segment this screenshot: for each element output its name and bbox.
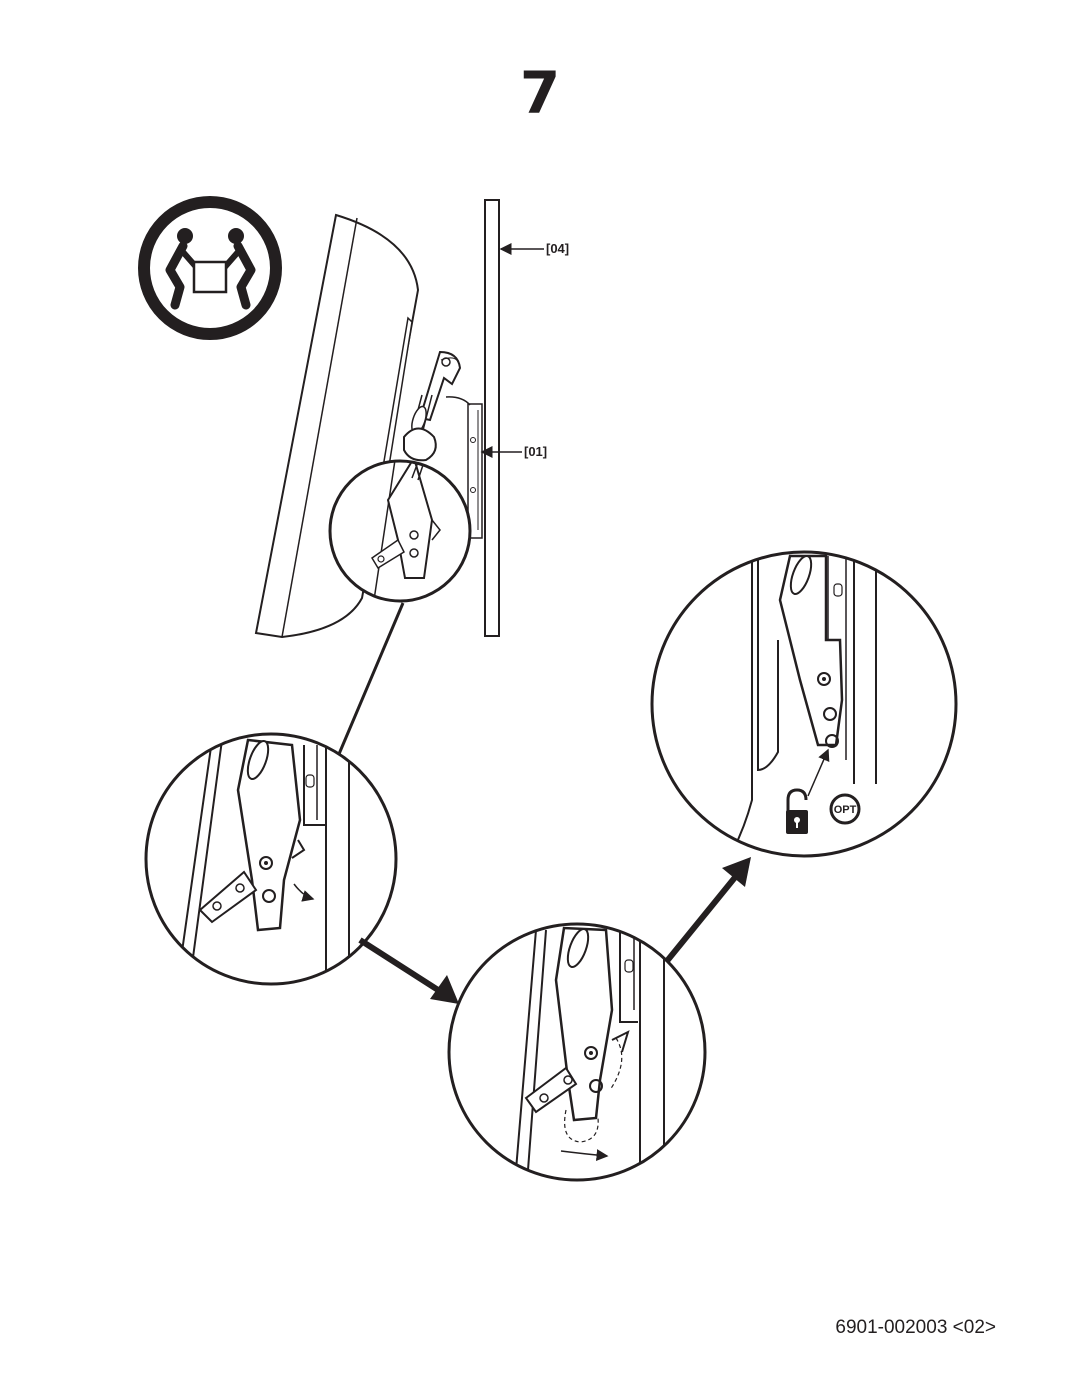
detail-circle-a — [328, 459, 472, 603]
wall — [484, 199, 500, 637]
detail-connector-line — [337, 602, 405, 755]
sequence-arrow-b-to-c — [358, 937, 451, 1000]
sequence-arrowhead-c — [430, 975, 459, 1004]
detail-circle-c — [447, 922, 707, 1182]
callout-01: [01] — [480, 444, 547, 459]
optional-badge-icon: OPT — [829, 793, 861, 825]
detail-circle-d — [650, 550, 958, 858]
wall-plate — [467, 403, 483, 539]
optional-badge-text: OPT — [834, 804, 857, 816]
detail-circle-b — [144, 732, 398, 986]
unlocked-padlock-icon — [786, 788, 808, 834]
two-person-lift-icon — [138, 196, 282, 340]
callout-01-label: [01] — [524, 444, 547, 459]
tilt-bracket — [403, 350, 471, 462]
sequence-arrowhead-d — [722, 857, 751, 887]
callout-04-label: [04] — [546, 241, 569, 256]
step-number: 7 — [519, 59, 561, 127]
sequence-arrow-c-to-d — [664, 868, 744, 963]
callout-04: [04] — [499, 241, 569, 256]
document-code: 6901-002003 <02> — [835, 1317, 996, 1338]
